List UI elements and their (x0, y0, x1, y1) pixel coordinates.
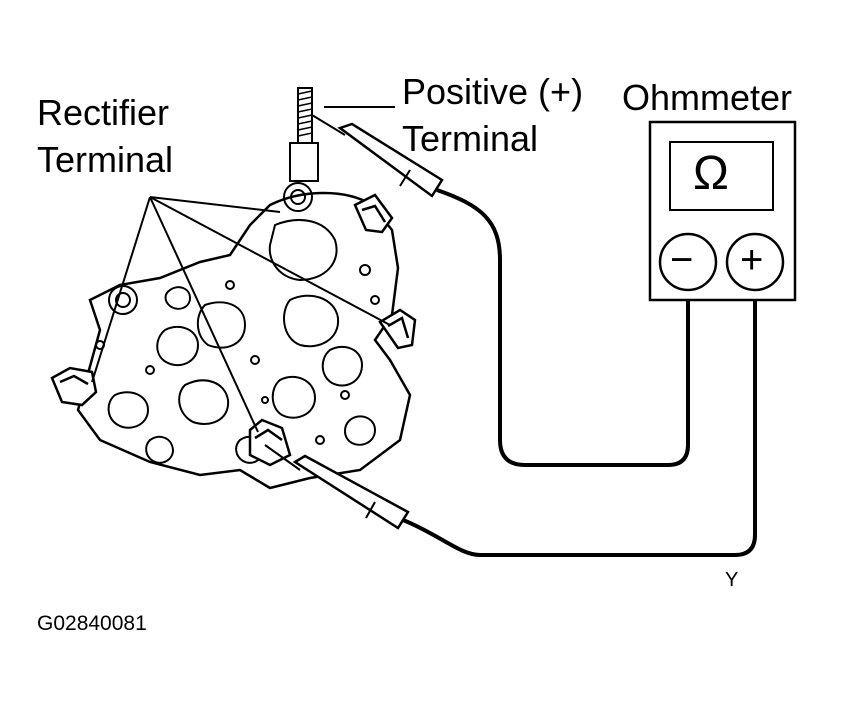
negative-probe (264, 444, 410, 530)
ohmmeter-label: Ohmmeter (622, 77, 793, 118)
wire-to-plus (402, 290, 757, 557)
rectifier-terminal-label-line2: Terminal (37, 139, 174, 180)
rectifier-terminal-label-line1: Rectifier (37, 92, 170, 133)
rectifier-cutouts (95, 182, 380, 464)
plus-jack-symbol: + (740, 238, 764, 282)
terminal-clip-4 (248, 418, 292, 467)
ohmmeter-device (648, 120, 797, 302)
positive-terminal-label-line1: Positive (+) (402, 71, 584, 112)
minus-jack-symbol: − (670, 238, 694, 282)
positive-terminal-stud (289, 87, 319, 182)
rectifier-terminal-clips (50, 193, 417, 467)
minus-jack (658, 232, 718, 292)
figure-code: G02840081 (37, 612, 147, 635)
plus-jack (725, 232, 785, 292)
terminal-clip-3 (50, 366, 98, 407)
positive-probe (311, 114, 444, 198)
ohm-symbol-icon: Ω (693, 147, 729, 200)
leader-lines (91, 106, 395, 433)
rectifier-holder-body (76, 191, 412, 490)
ohmmeter-display (669, 141, 774, 211)
wire-mark-y: Y (725, 569, 739, 591)
wire-to-minus (436, 188, 690, 467)
positive-terminal-label-line2: Terminal (402, 118, 539, 159)
probe-wires (402, 188, 757, 557)
